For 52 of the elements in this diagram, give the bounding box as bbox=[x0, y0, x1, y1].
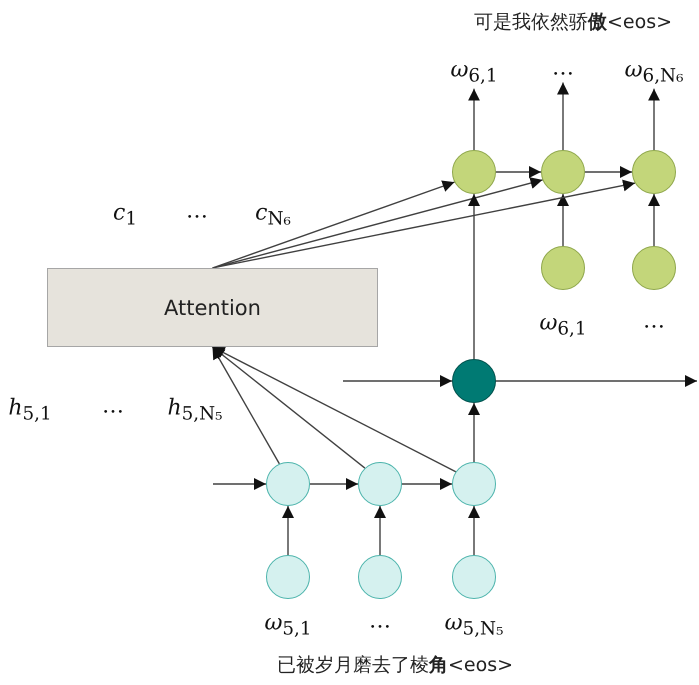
circle-node bbox=[452, 555, 496, 599]
math-label: ω$_{5,N₅}$ bbox=[444, 610, 504, 640]
math-label: c$_{N₆}$ bbox=[255, 200, 291, 230]
circle-node bbox=[541, 150, 585, 194]
math-label: ω$_{6,N₆}$ bbox=[624, 57, 684, 87]
circle-node bbox=[358, 555, 402, 599]
ellipsis: … bbox=[643, 308, 665, 334]
math-label: h$_{5,1}$ bbox=[8, 395, 52, 425]
arrow bbox=[310, 478, 358, 490]
arrow bbox=[374, 506, 386, 555]
arrow bbox=[496, 375, 697, 387]
arrow bbox=[496, 166, 541, 178]
arrow bbox=[213, 478, 266, 490]
math-label: ω$_{5,1}$ bbox=[264, 610, 312, 640]
arrow bbox=[585, 166, 632, 178]
arrow bbox=[648, 88, 660, 150]
arrow bbox=[212, 346, 456, 472]
arrow bbox=[343, 375, 452, 387]
sentence: 可是我依然骄傲<eos> bbox=[474, 10, 672, 35]
arrow bbox=[468, 403, 480, 462]
ellipsis: … bbox=[369, 608, 391, 634]
arrow bbox=[212, 346, 366, 469]
arrow bbox=[282, 506, 294, 555]
circle-node bbox=[541, 246, 585, 290]
circle-node bbox=[632, 246, 676, 290]
ellipsis: … bbox=[102, 394, 124, 418]
arrow bbox=[648, 194, 660, 246]
ellipsis: … bbox=[552, 56, 574, 80]
circle-node bbox=[452, 359, 496, 403]
arrow bbox=[468, 194, 480, 359]
math-label: ω$_{6,1}$ bbox=[539, 310, 587, 340]
circle-node bbox=[266, 462, 310, 506]
circle-node bbox=[358, 462, 402, 506]
circle-node bbox=[632, 150, 676, 194]
arrow bbox=[212, 177, 543, 269]
arrow bbox=[212, 180, 636, 269]
math-label: h$_{5,N₅}$ bbox=[167, 395, 223, 425]
arrow bbox=[468, 506, 480, 555]
arrow bbox=[557, 82, 569, 150]
math-label: ω$_{6,1}$ bbox=[450, 57, 498, 87]
arrow bbox=[212, 180, 455, 269]
circle-node bbox=[452, 150, 496, 194]
arrow bbox=[212, 346, 280, 464]
arrow bbox=[402, 478, 452, 490]
sentence: 已被岁月磨去了棱角<eos> bbox=[276, 653, 514, 678]
circle-node bbox=[266, 555, 310, 599]
circle-node bbox=[452, 462, 496, 506]
math-label: c$_{1}$ bbox=[113, 200, 137, 230]
attention-box: Attention bbox=[47, 268, 378, 347]
ellipsis: … bbox=[186, 198, 208, 224]
arrow bbox=[557, 194, 569, 246]
arrow bbox=[468, 88, 480, 150]
